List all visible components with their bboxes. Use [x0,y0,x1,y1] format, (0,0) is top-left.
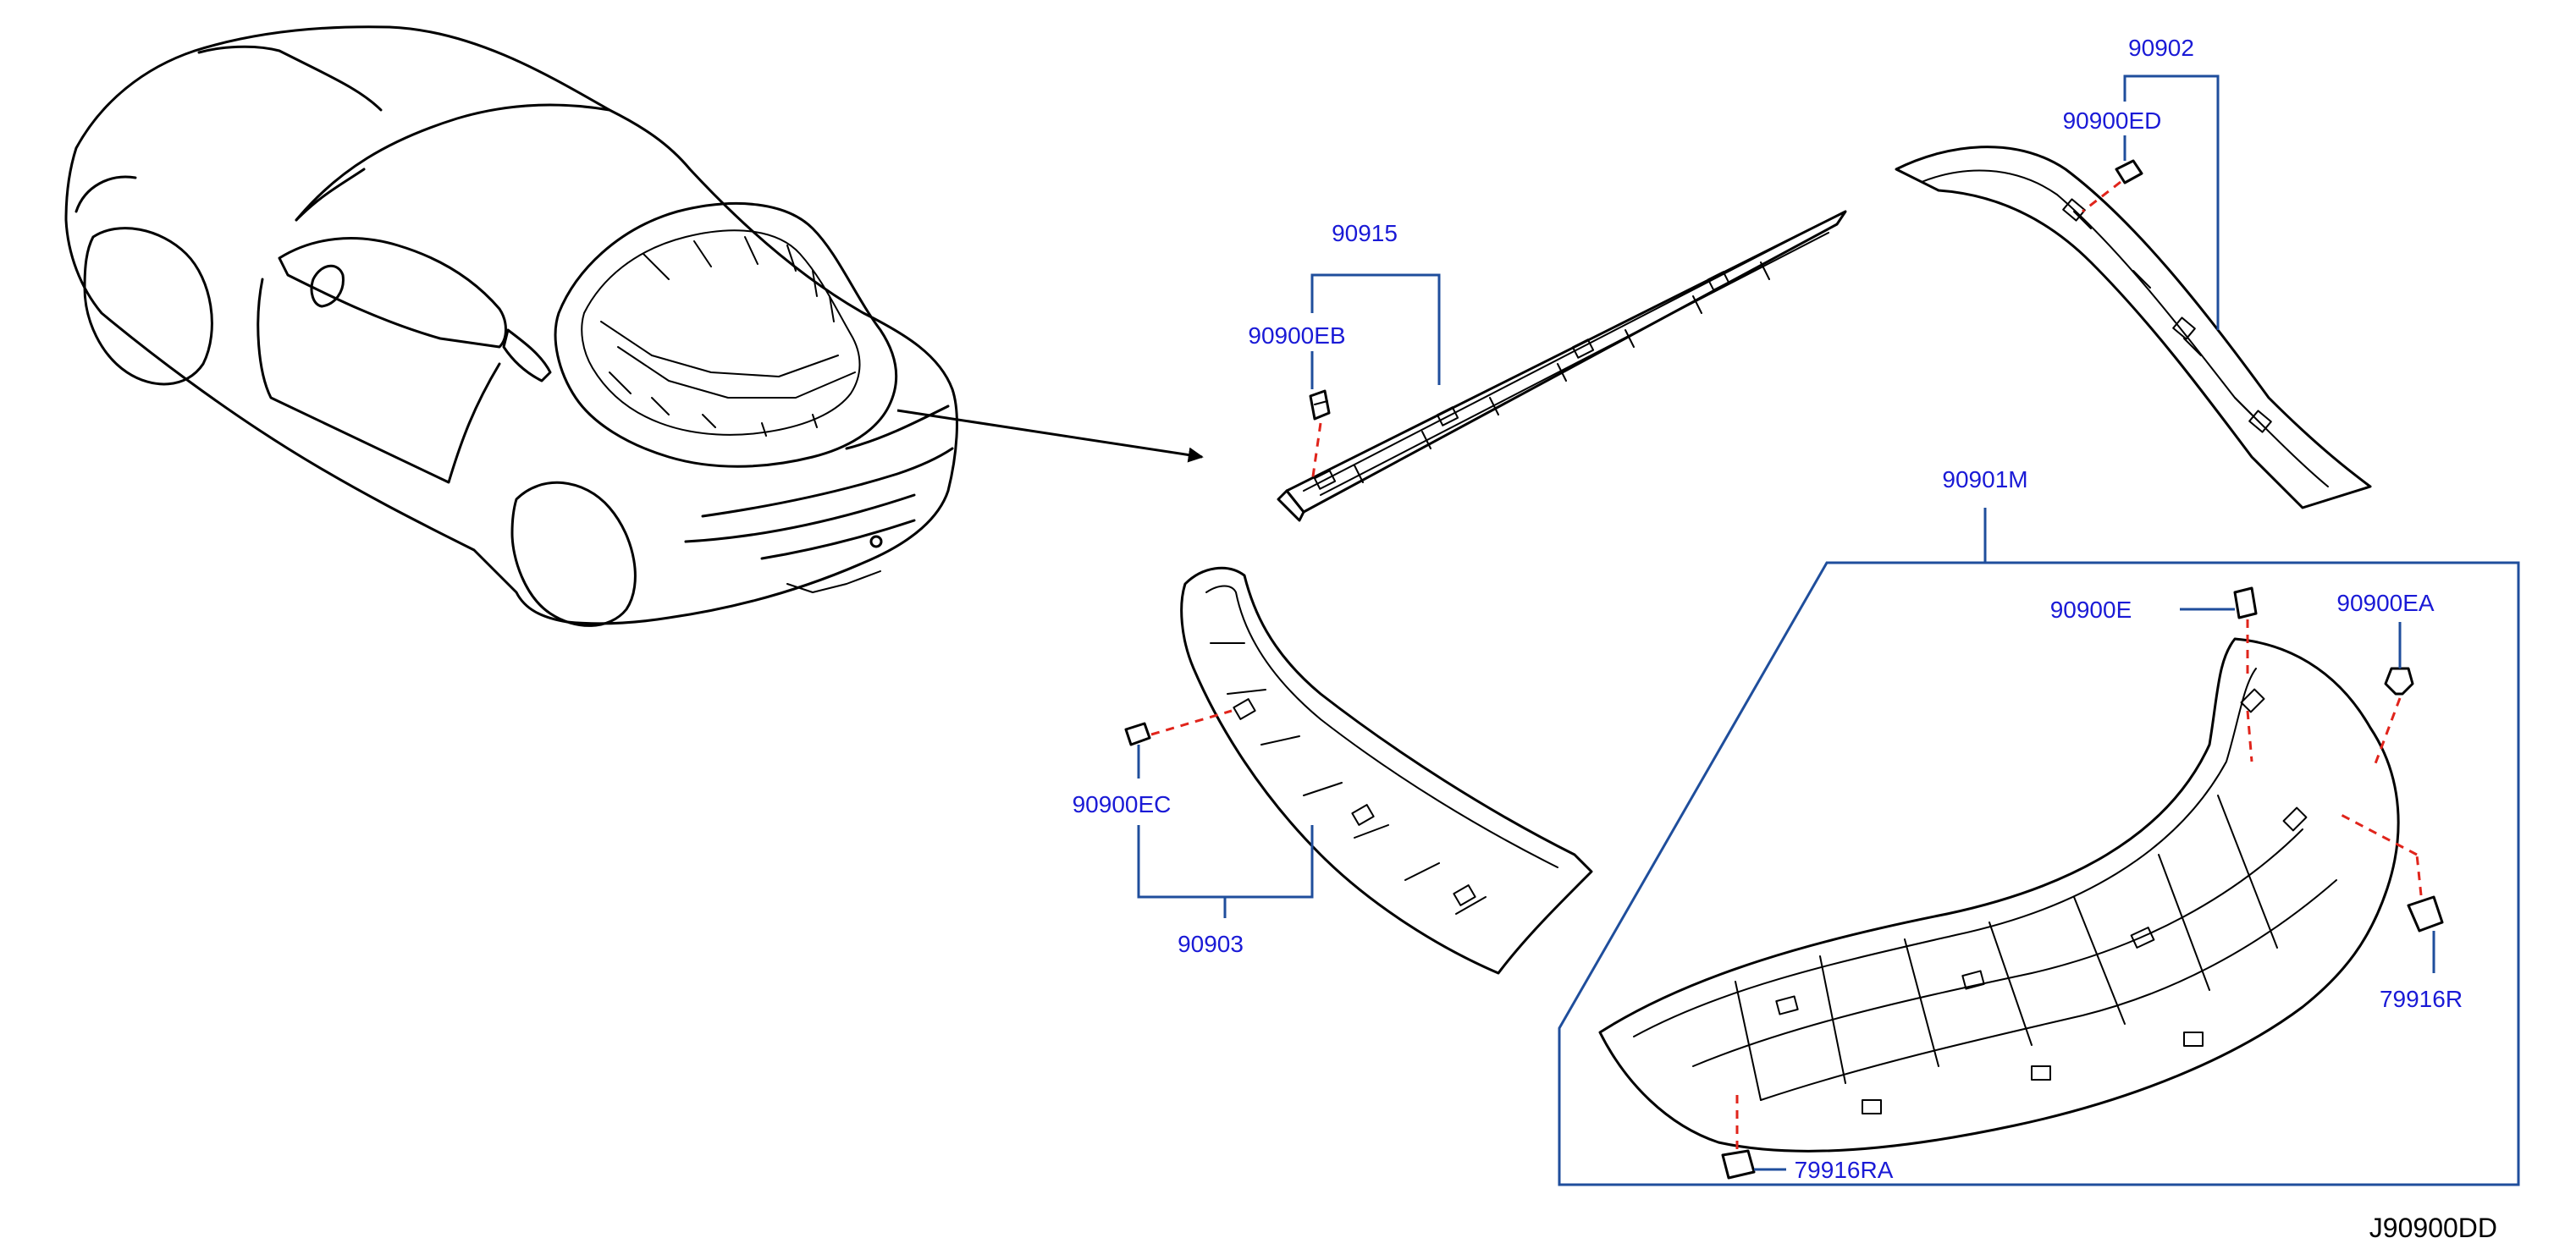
part-90901M-illustration [1598,637,2400,1153]
label-90900EC[interactable]: 90900EC [1073,791,1172,817]
link-90900EA [2373,697,2402,767]
link-79916R [2415,854,2423,896]
label-79916RA[interactable]: 79916RA [1795,1157,1894,1183]
label-90901M[interactable]: 90901M [1942,466,2027,492]
label-90900E[interactable]: 90900E [2050,597,2132,623]
label-90903[interactable]: 90903 [1178,931,1244,957]
label-90900EA[interactable]: 90900EA [2336,590,2435,616]
link-79916R-2 [2336,811,2418,856]
leader-90902 [2123,74,2220,330]
link-90900EB [1310,422,1322,483]
clip-79916R-icon [2407,895,2444,933]
part-90902-illustration [1895,146,2372,509]
clip-90900E-icon [2233,586,2258,619]
clip-79916RA-icon [1721,1149,1756,1180]
label-79916R[interactable]: 79916R [2380,986,2463,1012]
part-labels: 90902 90900ED 90915 90900EB 90901M 90900… [1073,35,2463,1183]
link-90900ED [2082,180,2121,213]
clip-90900EA-icon [2384,667,2414,696]
clip-90900EB-icon [1309,389,1331,421]
label-90900EB[interactable]: 90900EB [1248,322,1345,349]
part-90903-illustration [1180,566,1593,975]
part-90915-illustration [1277,210,1847,522]
frame-90901M [1558,561,2520,1186]
leader-90915 [1310,273,1441,385]
label-90902[interactable]: 90902 [2128,35,2194,61]
clip-90900ED-icon [2115,159,2143,184]
leader-lines [1137,74,2520,1186]
vehicle-illustration [64,25,958,627]
leader-90903 [1137,825,1314,899]
clip-90900EC-icon [1124,722,1151,746]
diagram-code: J90900DD [2369,1213,2497,1243]
pointer-arrow [896,409,1204,463]
link-90900E-2 [2246,710,2253,762]
label-90900ED[interactable]: 90900ED [2063,107,2162,134]
label-90915[interactable]: 90915 [1332,220,1398,246]
